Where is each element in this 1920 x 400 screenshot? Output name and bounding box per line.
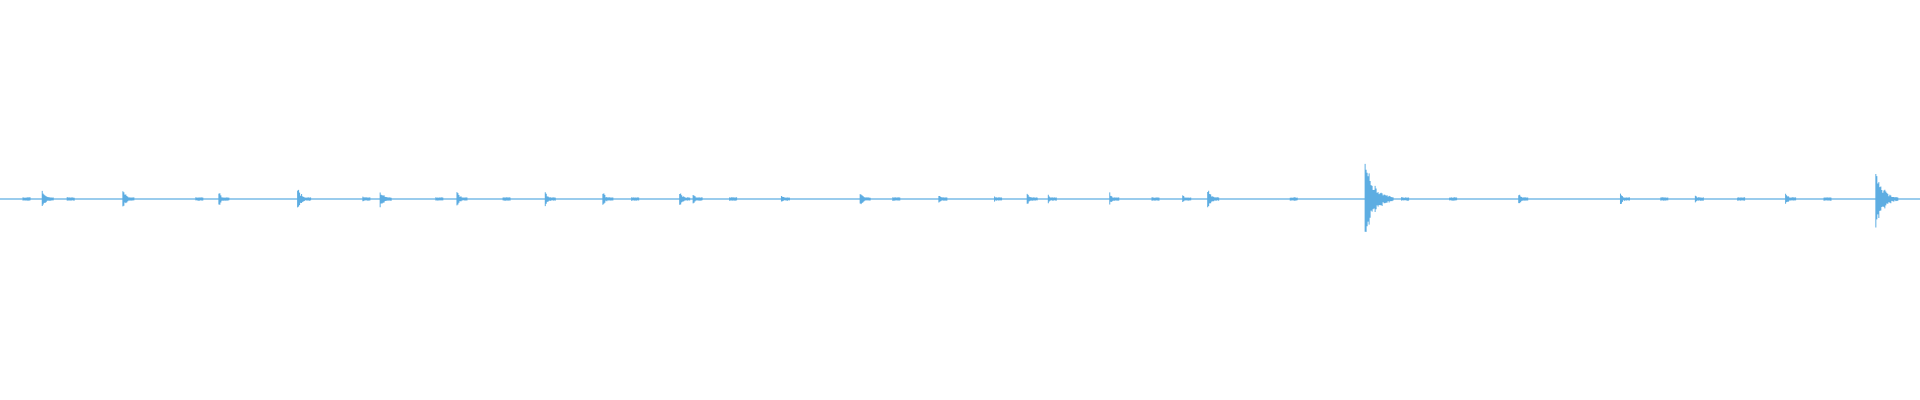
waveform-transient [692, 194, 703, 204]
waveform-transient [544, 192, 556, 207]
waveform-transient [195, 197, 204, 201]
waveform-transient [1518, 194, 1529, 204]
waveform-transient [362, 196, 371, 202]
waveform-transient [1694, 195, 1704, 203]
waveform-transient [1182, 195, 1192, 203]
waveform-transient [456, 192, 468, 206]
waveform-transient [602, 193, 614, 205]
waveform-transient [1619, 193, 1630, 205]
waveform-transient [1207, 190, 1220, 208]
waveform-transient [729, 197, 738, 201]
waveform-transient [892, 197, 901, 201]
waveform-transient [780, 196, 790, 202]
waveform-transient [218, 193, 230, 205]
waveform-transient [859, 194, 871, 205]
waveform-transient [435, 197, 444, 201]
waveform-transient [22, 197, 31, 201]
waveform-transient [1109, 192, 1120, 205]
waveform-transient [1151, 197, 1160, 201]
waveform-transient [1289, 197, 1298, 201]
waveform-transient [1785, 193, 1797, 204]
waveform-transient [1026, 193, 1038, 204]
waveform-transient [66, 197, 75, 201]
waveform-transient [1047, 194, 1057, 204]
waveform-transient [122, 191, 135, 207]
waveform-transient [938, 195, 948, 203]
waveform-transient [994, 196, 1003, 202]
waveform-transient [1875, 174, 1899, 228]
waveform-transient [1737, 197, 1746, 201]
waveform-transient [297, 189, 312, 208]
waveform-transient [41, 190, 54, 207]
waveform-transient [379, 192, 392, 208]
waveform-transient [502, 197, 511, 201]
waveform-transient [1823, 197, 1832, 201]
waveform-transient [631, 197, 640, 201]
waveform-transient [1449, 197, 1458, 201]
waveform-transient [1401, 197, 1410, 201]
waveform-transient [1660, 197, 1669, 201]
waveform-transient [1364, 163, 1394, 232]
waveform-transient [679, 193, 691, 205]
